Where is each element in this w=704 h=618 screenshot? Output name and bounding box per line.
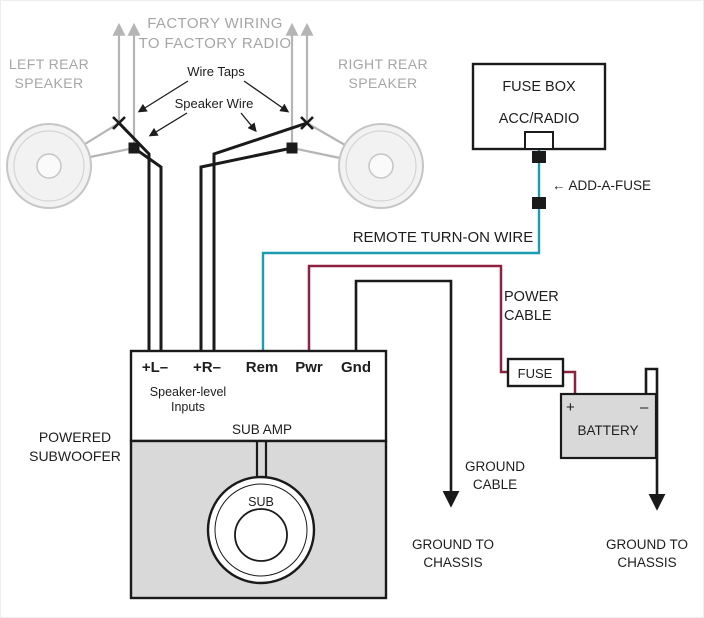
battery-minus-label: – [640, 399, 649, 416]
ground-to-chassis-label: GROUND TO [606, 537, 688, 552]
sub-amp-outline [129, 349, 388, 443]
speaker-wire-right-plus [212, 121, 308, 352]
powered-subwoofer-label: POWERED [39, 429, 111, 445]
fuse-slot-icon [524, 131, 554, 150]
speaker-mid-ring [13, 130, 85, 202]
subwoofer-speaker-icon [206, 475, 316, 585]
fuse-box-title: FUSE BOX [502, 79, 576, 95]
inline-fuse-label: FUSE [518, 366, 553, 381]
wire-taps-arrow-left-icon [137, 80, 189, 113]
inline-fuse-outline [506, 357, 565, 388]
wire-taps-arrow-right-icon [243, 80, 290, 113]
ground-cable-wire [354, 279, 460, 508]
speaker-wire-left-minus [133, 146, 163, 352]
callout-arrows [137, 80, 290, 137]
add-a-fuse-label: ← ADD-A-FUSE [552, 178, 651, 193]
speaker-center [368, 153, 394, 179]
battery-label: BATTERY [577, 423, 638, 438]
speaker-level-inputs-label: Speaker-level [150, 385, 226, 399]
sub-mid-ring [214, 483, 308, 577]
amp-to-sub-wires [255, 441, 268, 477]
power-cable-wire-to-battery [563, 370, 577, 395]
wire-tap-x-icon [112, 116, 126, 130]
sub-center-ring [234, 508, 288, 562]
right-speaker-label: RIGHT REAR [338, 56, 428, 72]
factory-wire-left-speaker [84, 122, 120, 145]
amp-terminal-pwr: Pwr [295, 359, 323, 376]
speaker-wire-left-plus [117, 121, 151, 352]
amp-terminal-right: +R– [193, 359, 221, 376]
wire-tap-square-icon [286, 142, 298, 154]
wire-connector-icon [532, 197, 546, 209]
sub-label: SUB [248, 495, 274, 509]
ground-cable-label: GROUND [465, 459, 525, 474]
factory-wire-left-speaker [89, 146, 135, 159]
factory-wiring-label: TO FACTORY RADIO [139, 35, 292, 52]
factory-wiring [84, 22, 346, 160]
wire-taps-label: Wire Taps [187, 64, 245, 79]
right-speaker-label: SPEAKER [349, 75, 418, 91]
right-rear-speaker-icon [338, 123, 424, 209]
speaker-mid-ring [345, 130, 417, 202]
factory-wire-right-speaker [306, 122, 346, 146]
ground-to-chassis-label: CHASSIS [617, 555, 676, 570]
amp-terminal-gnd: Gnd [341, 359, 371, 376]
amp-terminal-rem: Rem [246, 359, 279, 376]
wire-tap-x-icon [300, 116, 314, 130]
factory-wiring-label: FACTORY WIRING [147, 15, 283, 32]
battery-outline [559, 392, 658, 460]
speaker-center [36, 153, 62, 179]
speaker-wire-label: Speaker Wire [175, 96, 254, 111]
ground-to-chassis-label: CHASSIS [423, 555, 482, 570]
sub-amp-title: SUB AMP [232, 422, 292, 437]
speaker-wires [117, 121, 308, 352]
ground-cable-label: CABLE [473, 477, 517, 492]
power-cable-wire [307, 264, 507, 374]
left-speaker-label: LEFT REAR [9, 56, 89, 72]
add-a-fuse-connector-icon [532, 151, 546, 163]
factory-wire-right-speaker [291, 146, 341, 160]
battery-plus-label: + [566, 399, 575, 416]
left-rear-speaker-icon [6, 123, 92, 209]
power-cable-label: POWER [504, 289, 559, 305]
speaker-wire-arrow-right-icon [240, 112, 257, 133]
powered-subwoofer-label: SUBWOOFER [29, 448, 121, 464]
speaker-wire-arrow-left-icon [148, 112, 188, 137]
speaker-level-inputs-label: Inputs [171, 400, 205, 414]
ground-to-chassis-label: GROUND TO [412, 537, 494, 552]
wire-tap-square-icon [128, 142, 140, 154]
speaker-wire-right-minus [199, 146, 293, 352]
acc-radio-label: ACC/RADIO [499, 111, 580, 127]
power-cable-label: CABLE [504, 308, 552, 324]
amp-terminal-left: +L– [142, 359, 168, 376]
fuse-box [471, 62, 607, 151]
remote-turn-on-label: REMOTE TURN-ON WIRE [353, 229, 534, 246]
left-speaker-label: SPEAKER [15, 75, 84, 91]
wire-taps [112, 116, 314, 154]
